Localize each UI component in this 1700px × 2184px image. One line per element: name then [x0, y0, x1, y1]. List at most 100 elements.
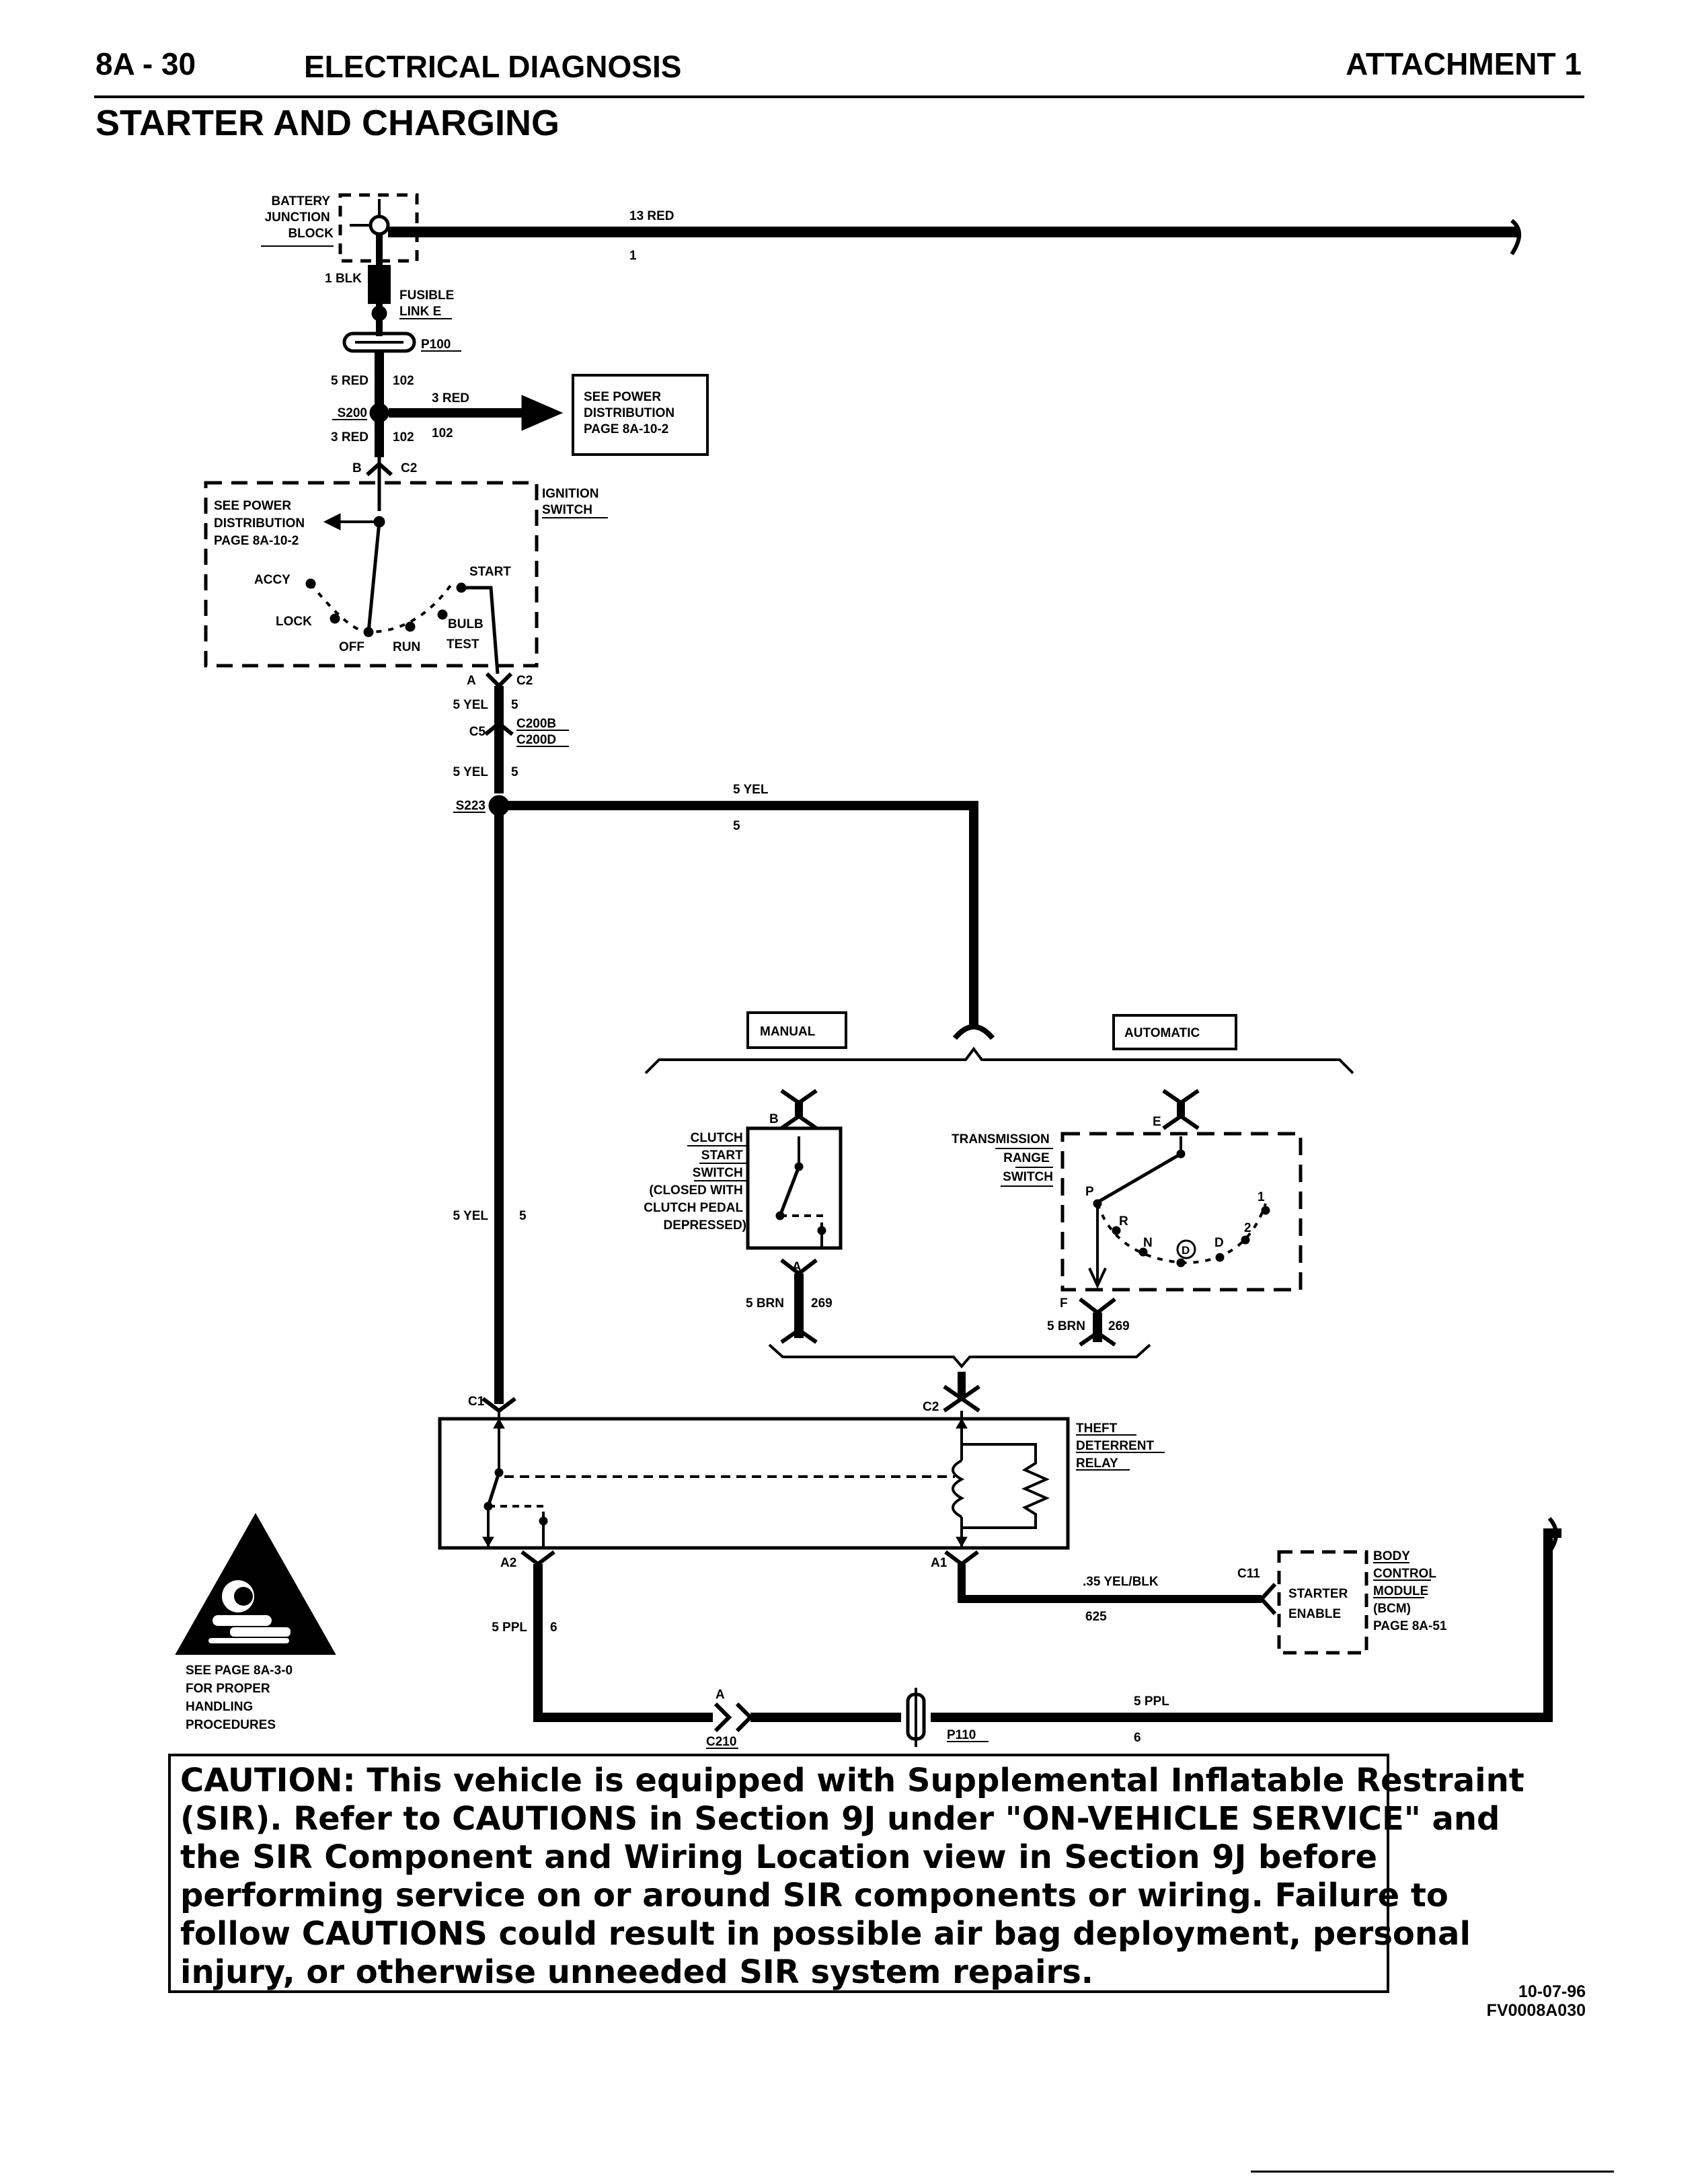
- label-5-yel-d: 5 YEL: [453, 1209, 489, 1223]
- label-manual: MANUAL: [760, 1025, 816, 1039]
- label-c200d: C200D: [516, 733, 556, 747]
- label-clutch-switch: CLUTCH START SWITCH (CLOSED WITH CLUTCH …: [644, 1131, 746, 1233]
- label-junction-block: BATTERY JUNCTION BLOCK: [265, 194, 334, 241]
- label-pin-f: F: [1060, 1296, 1068, 1311]
- label-sir-note: SEE PAGE 8A-3-0 FOR PROPER HANDLING PROC…: [186, 1664, 296, 1732]
- label-p110: P110: [947, 1728, 976, 1742]
- c210-connector: [713, 1702, 754, 1733]
- label-5-yel-c: 5 YEL: [733, 783, 769, 797]
- ign-start-contact: [461, 586, 500, 674]
- sir-caution-box: CAUTION: This vehicle is equipped with S…: [168, 1754, 1524, 1993]
- label-5-a: 5: [511, 698, 518, 712]
- label-gear-r: R: [1119, 1214, 1128, 1228]
- page-number: 8A - 30: [95, 46, 196, 81]
- label-gear-n: N: [1143, 1236, 1153, 1250]
- label-s223: S223: [456, 799, 486, 813]
- label-start: START: [469, 565, 511, 579]
- label-gear-d-circle: D: [1182, 1244, 1190, 1257]
- label-gear-d: D: [1214, 1236, 1224, 1250]
- junction-block-outline: [338, 193, 419, 263]
- fusible-link-body: [368, 265, 391, 304]
- caution-line: performing service on or around SIR comp…: [180, 1877, 1448, 1914]
- airbag-icon: [208, 1580, 291, 1643]
- label-5-ppl-b: 5 PPL: [1134, 1694, 1169, 1709]
- page-title: STARTER AND CHARGING: [95, 103, 559, 143]
- wire-5-yel-to-shift: [508, 801, 978, 1029]
- label-starter-enable: STARTER ENABLE: [1288, 1587, 1352, 1621]
- attachment-label: ATTACHMENT 1: [1346, 46, 1582, 81]
- shift-crossover: [952, 1024, 995, 1040]
- label-5-b: 5: [511, 765, 518, 779]
- arrow-to-power-dist: [521, 395, 564, 431]
- caution-line: the SIR Component and Wiring Location vi…: [180, 1838, 1377, 1876]
- label-102-a: 102: [393, 374, 414, 388]
- label-13-red: 13 RED: [629, 209, 674, 223]
- option-brace-top: [644, 1046, 1354, 1075]
- label-automatic: AUTOMATIC: [1124, 1026, 1200, 1040]
- footer-date: 10-07-96: [1518, 1982, 1586, 2001]
- label-c2-bottom: C2: [516, 674, 533, 688]
- section-title: ELECTRICAL DIAGNOSIS: [304, 49, 682, 84]
- label-pin-b-top: B: [352, 461, 362, 475]
- wire-break-mark: [1510, 219, 1521, 256]
- label-5-red: 5 RED: [331, 374, 369, 388]
- trans-range-switch-outline: [1060, 1132, 1303, 1292]
- label-c1: C1: [468, 1395, 485, 1409]
- ignition-switch-outline: [204, 481, 539, 668]
- label-269-manual: 269: [811, 1296, 833, 1311]
- label-pin-a1: A1: [931, 1556, 948, 1570]
- label-6-a: 6: [550, 1621, 557, 1635]
- label-c2-top: C2: [401, 461, 417, 475]
- label-gear-p: P: [1085, 1185, 1094, 1199]
- label-run: RUN: [393, 640, 420, 654]
- label-c2-relay: C2: [923, 1400, 939, 1414]
- label-trans-range-switch: TRANSMISSION RANGE SWITCH: [952, 1132, 1053, 1184]
- label-gear-2: 2: [1244, 1221, 1251, 1235]
- caution-line: CAUTION: This vehicle is equipped with S…: [180, 1762, 1524, 1799]
- wire-5-ppl-break: [1547, 1516, 1558, 1553]
- label-35-yel-blk: .35 YEL/BLK: [1083, 1575, 1159, 1589]
- clutch-switch-blade: [778, 1166, 801, 1216]
- label-c11: C11: [1237, 1567, 1260, 1581]
- manual-box: [746, 1011, 847, 1049]
- label-theft-relay: THEFT DETERRENT RELAY: [1076, 1421, 1157, 1471]
- label-s200: S200: [338, 406, 367, 420]
- label-pin-a-clutch: A: [792, 1260, 802, 1274]
- label-c5: C5: [469, 725, 486, 739]
- label-bcm: BODY CONTROL MODULE (BCM) PAGE 8A-51: [1373, 1549, 1447, 1633]
- label-ignition-switch: IGNITION SWITCH: [542, 487, 603, 517]
- label-5-yel-a: 5 YEL: [453, 698, 489, 712]
- label-accy: ACCY: [254, 573, 291, 587]
- ign-position-arc: [309, 582, 453, 634]
- label-625: 625: [1085, 1610, 1107, 1624]
- header-rule: [94, 95, 1584, 98]
- gear-d-circle: [1176, 1239, 1196, 1259]
- relay-resistor-loop: [962, 1443, 1050, 1529]
- label-pin-b-clutch: B: [769, 1112, 779, 1126]
- label-3-red: 3 RED: [331, 430, 369, 444]
- footer-figure-code: FV0008A030: [1486, 2001, 1586, 2020]
- label-p100: P100: [421, 338, 451, 352]
- label-bulb-test: BULB TEST: [447, 617, 487, 652]
- label-c210: C210: [706, 1735, 736, 1749]
- label-269-auto: 269: [1108, 1319, 1130, 1333]
- relay-contact-blade: [486, 1472, 501, 1507]
- splice-s200: [369, 403, 389, 423]
- bcm-outline: [1277, 1550, 1368, 1655]
- trans-switch-blade: [1096, 1152, 1182, 1204]
- wire-625: [958, 1564, 1262, 1603]
- label-off: OFF: [339, 640, 364, 654]
- label-pin-a-c210: A: [716, 1688, 725, 1702]
- label-5-d: 5: [519, 1209, 527, 1223]
- theft-relay-box: [438, 1417, 1070, 1550]
- clutch-switch-box: [746, 1126, 843, 1250]
- see-power-dist-box: [572, 374, 709, 456]
- label-13-red-circuit: 1: [629, 249, 637, 263]
- caution-line: follow CAUTIONS could result in possible…: [180, 1915, 1471, 1953]
- label-fusible-link: FUSIBLE LINK E: [399, 288, 458, 319]
- label-pin-a2: A2: [500, 1556, 516, 1570]
- label-5-ppl-a: 5 PPL: [492, 1621, 527, 1635]
- bottom-rule: [1251, 2171, 1614, 2173]
- label-lock: LOCK: [276, 615, 312, 629]
